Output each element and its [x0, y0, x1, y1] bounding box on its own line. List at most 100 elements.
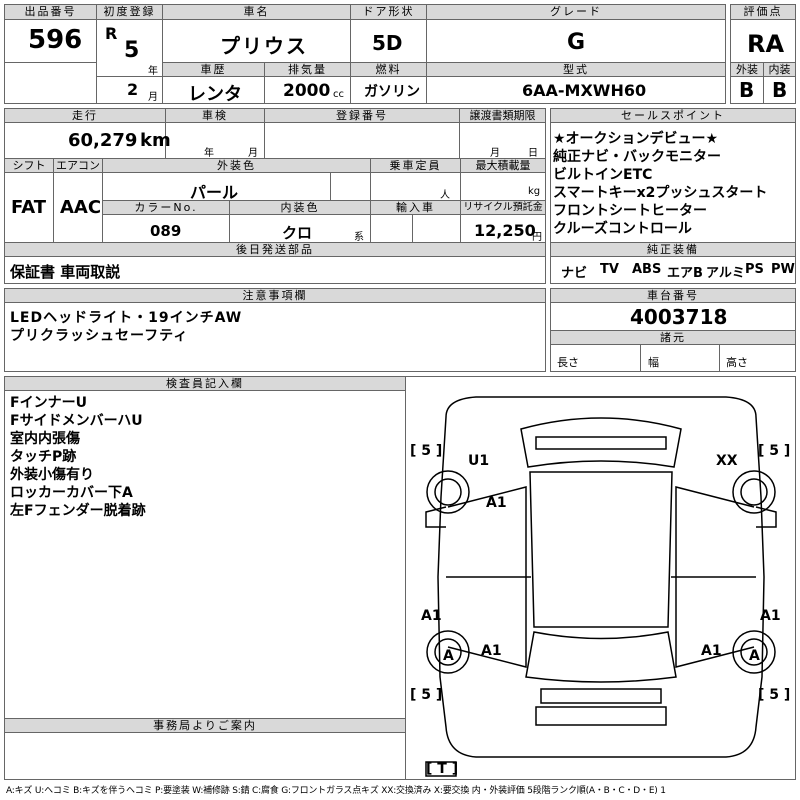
int-color-label: 内装色 [230, 201, 370, 215]
tyre-label-rl: [ 5 ] [410, 687, 442, 703]
sales-points: ★オークションデビュー★ 純正ナビ・バックモニター ビルトインETC スマートキ… [553, 130, 767, 238]
note-item: プリクラッシュセーフティ [10, 328, 189, 344]
grade-label: グレード [427, 5, 725, 20]
shift: FAT [11, 197, 47, 218]
sales-point: スマートキーx2プッシュスタート [553, 185, 768, 201]
transfer-day: 日 [528, 148, 538, 159]
inspector-note: FインナーU [10, 395, 87, 411]
car-name: プリウス [220, 34, 308, 58]
shipping-label: 後日発送部品 [5, 243, 545, 257]
recycle-label: リサイクル預託金 [461, 201, 545, 215]
inspection-year: 年 [204, 148, 214, 159]
fuel-label: 燃料 [351, 63, 426, 77]
lot-no-label: 出品番号 [5, 5, 96, 20]
sales-point: クルーズコントロール [553, 221, 692, 237]
displacement: 2000 [283, 81, 331, 101]
ext-color-label: 外装色 [103, 159, 370, 173]
spec-width: 幅 [648, 356, 659, 369]
mark-a1-rl: A1 [481, 643, 502, 659]
equip-airbag: エアB [667, 266, 703, 281]
office-label: 事務局よりご案内 [5, 719, 405, 733]
inspector-note: 左Fフェンダー脱着跡 [10, 503, 146, 519]
inspector-note: 外装小傷有り [10, 467, 94, 483]
mark-a1-rr: A1 [701, 643, 722, 659]
mark-a-rr: A [749, 648, 760, 664]
color-no: 089 [150, 222, 182, 240]
exterior-label: 外装 [731, 63, 763, 77]
mileage: 60,279 [68, 130, 138, 151]
car-name-label: 車名 [163, 5, 350, 20]
inspector-note: FサイドメンバーハU [10, 413, 143, 429]
legend: A:キズ U:ヘコミ B:キズを伴うヘコミ P:要塗装 W:補修跡 S:錆 C:… [6, 786, 666, 796]
tyre-label-fl: [ 5 ] [410, 443, 442, 459]
reg-no-label: 登録番号 [265, 109, 459, 123]
model-code: 6AA-MXWH60 [522, 81, 647, 100]
mark-xx: XX [716, 453, 738, 469]
header-panel [4, 4, 726, 104]
inspection-month: 月 [248, 148, 258, 159]
door-label: ドア形状 [351, 5, 426, 20]
inspector-note: 室内内張傷 [10, 431, 80, 447]
ext-color: パール [190, 183, 239, 202]
inspection-label: 車検 [166, 109, 264, 123]
int-color-suffix: 系 [354, 232, 364, 243]
mark-u1: U1 [468, 453, 489, 469]
import-label: 輸入車 [371, 201, 460, 215]
ext-score: B [739, 78, 755, 102]
month-suffix: 月 [148, 92, 158, 103]
aircon: AAC [60, 197, 102, 218]
int-score: B [772, 78, 788, 102]
reg-month: 2 [127, 80, 139, 99]
note-item: LEDヘッドライト・19インチAW [10, 310, 243, 326]
inspector-panel [4, 376, 796, 780]
shipping-items: 保証書 車両取説 [10, 263, 121, 281]
interior-label: 内装 [764, 63, 795, 77]
mark-a1-left: A1 [421, 608, 442, 624]
sales-label: セールスポイント [551, 109, 795, 123]
tyre-label-rr: [ 5 ] [758, 687, 790, 703]
mark-a-rl: A [443, 648, 454, 664]
chassis-no: 4003718 [630, 305, 728, 329]
recycle: 12,250 [474, 221, 536, 240]
inspector-note: ロッカーカバー下A [10, 485, 133, 501]
equip-abs: ABS [632, 262, 662, 277]
equip-label: 純正装備 [551, 243, 795, 257]
model-label: 型式 [427, 63, 725, 77]
car-diagram: [ 5 ] [ 5 ] [ 5 ] [ 5 ] [ T ] U1 XX A1 A… [410, 396, 790, 777]
era: R [105, 24, 118, 43]
door-type: 5D [372, 31, 403, 55]
grade: G [567, 30, 586, 55]
history: レンタ [188, 84, 242, 105]
sales-point: ビルトインETC [553, 167, 653, 183]
cc-suffix: cc [333, 89, 344, 100]
history-label: 車歴 [163, 63, 264, 77]
capacity-unit: 人 [440, 190, 450, 201]
spec-length: 長さ [557, 356, 579, 369]
equip-alloy: アルミ [706, 266, 745, 281]
notes-panel [4, 288, 546, 372]
shift-label: シフト [5, 159, 53, 173]
inspector-notes: FインナーU FサイドメンバーハU 室内内張傷 タッチP跡 外装小傷有り ロッカ… [10, 394, 146, 520]
fuel: ガソリン [364, 84, 420, 100]
tyre-label-spare: [ T ] [426, 761, 458, 777]
mark-a1-right: A1 [760, 608, 781, 624]
max-load-unit: kg [528, 186, 541, 197]
sales-panel [550, 108, 796, 284]
notes: LEDヘッドライト・19インチAW プリクラッシュセーフティ [10, 309, 242, 345]
capacity-label: 乗車定員 [371, 159, 460, 173]
spec-label: 諸元 [551, 331, 795, 345]
transfer-month: 月 [490, 148, 500, 159]
int-color: クロ [282, 224, 313, 242]
yen-suffix: 円 [532, 232, 542, 243]
equip-pw: PW [771, 262, 795, 277]
reg-year: 5 [124, 38, 140, 63]
mileage-unit: km [140, 130, 171, 151]
spec-height: 高さ [726, 356, 748, 369]
inspector-label: 検査員記入欄 [5, 377, 405, 391]
mark-a1-front: A1 [486, 495, 507, 511]
equip-tv: TV [600, 262, 619, 277]
displacement-label: 排気量 [265, 63, 350, 77]
first-reg-label: 初度登録 [97, 5, 162, 20]
notes-label: 注意事項欄 [5, 289, 545, 303]
score-label: 評価点 [731, 5, 795, 20]
